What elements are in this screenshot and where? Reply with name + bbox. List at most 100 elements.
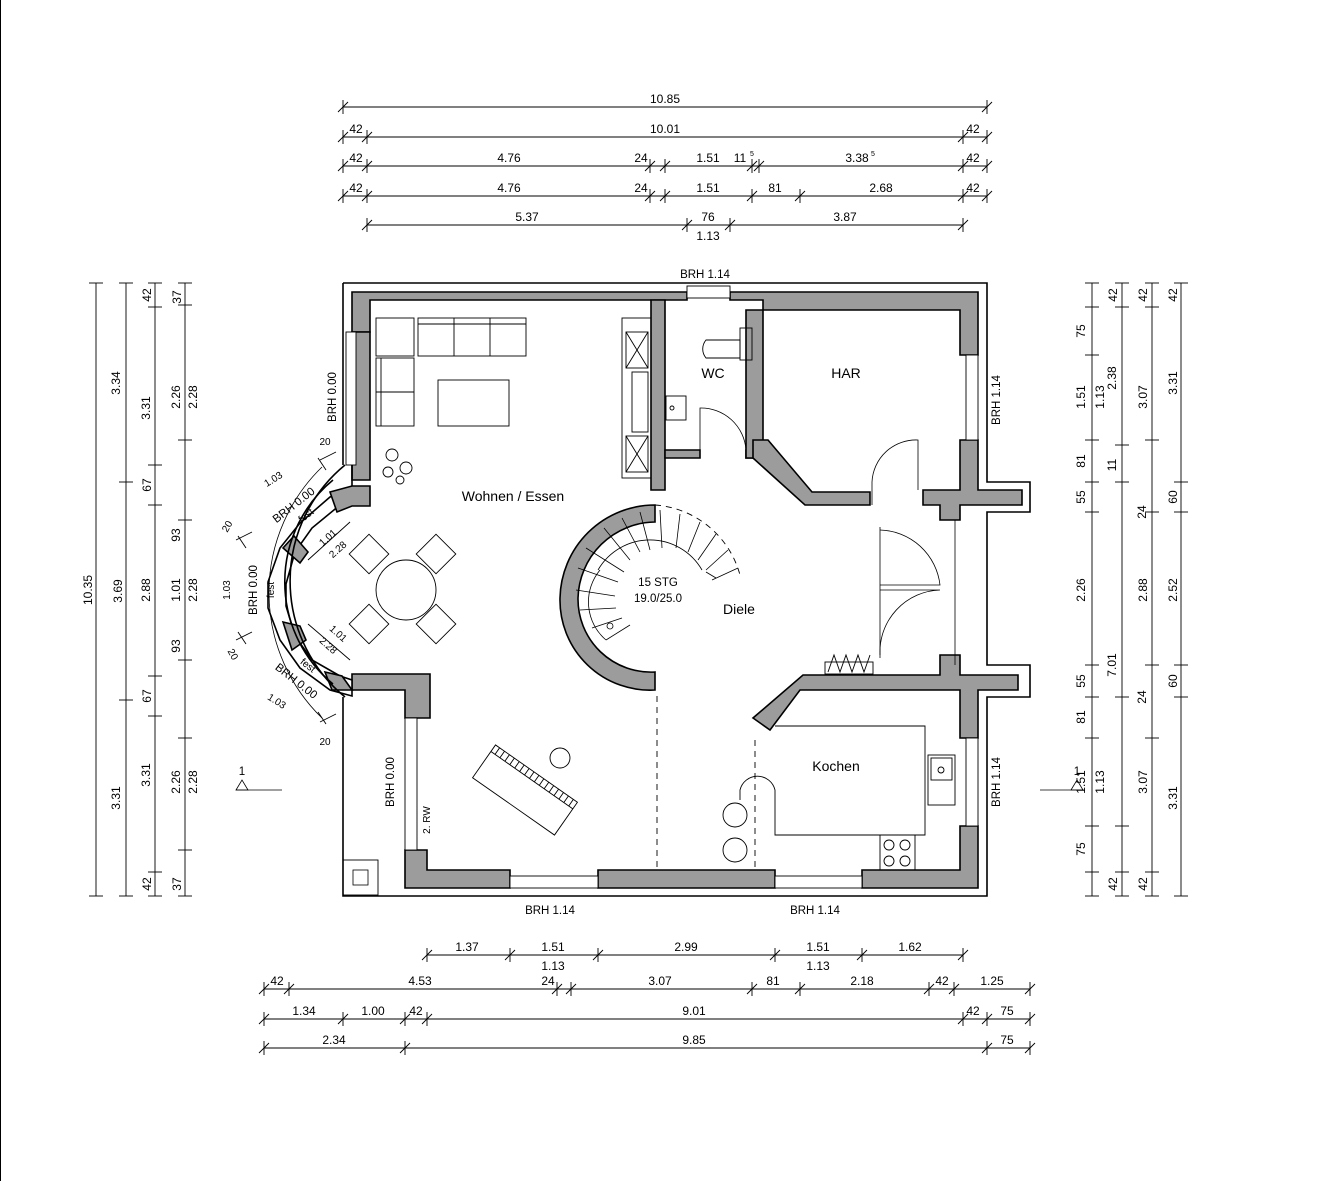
dim-left-c3-top: 42 <box>140 288 154 302</box>
brh-left-bottom: BRH 0.00 <box>385 757 397 807</box>
dim-bottom-r1-a: 1.37 <box>455 940 479 954</box>
brh-labels: BRH 1.14 BRH 1.14 BRH 1.14 BRH 1.14 BRH … <box>327 269 1003 917</box>
dim-right-c1-b: 1.51 <box>1074 385 1088 409</box>
plant-icon <box>382 448 413 485</box>
brh-top: BRH 1.14 <box>680 269 730 281</box>
dim-right-c1-d: 55 <box>1074 490 1088 504</box>
dim-right-c4-b: 3.31 <box>1166 371 1180 395</box>
section-markers: 1 1 <box>235 766 1084 791</box>
room-wc: WC <box>701 365 724 381</box>
dim-top-r3-c: 24 <box>634 151 648 165</box>
room-labels: Wohnen / Essen WC HAR Diele Kochen <box>462 365 861 774</box>
dim-right-c2-c: 24 <box>1135 505 1149 519</box>
dim-left-c3-f: 42 <box>140 877 154 891</box>
dim-bottom-r3-d: 9.01 <box>682 1004 706 1018</box>
dim-left-c3-c: 2.88 <box>139 578 153 602</box>
dim-right-c4-e: 60 <box>1166 674 1180 688</box>
dim-bottom-r3-e: 42 <box>966 1004 980 1018</box>
dim-left-c5-c: 2.28 <box>186 578 200 602</box>
dim-left-c4-c: 1.01 <box>169 578 183 602</box>
dim-left-c4-b: 93 <box>169 528 183 542</box>
dim-top-r4-f: 2.68 <box>869 181 893 195</box>
dim-right-c4-d: 2.52 <box>1166 578 1180 602</box>
dim-top-r5-c: 3.87 <box>833 210 857 224</box>
dim-bottom-r2-g: 42 <box>935 974 949 988</box>
dim-bottom-r1-e: 1.62 <box>898 940 922 954</box>
bay-window: 20 20 20 20 1.03 1.03 1.03 BRH 0.00 BRH … <box>220 437 371 748</box>
top-dimensions: 10.85 42 10.01 42 42 4.76 24 1.51 11 5 <box>337 92 993 243</box>
dim-top-r3-a: 42 <box>349 151 363 165</box>
zone-lines <box>342 696 756 870</box>
dim-bottom-r1-b: 1.51 <box>541 940 565 954</box>
dim-bottom-r3-a: 1.34 <box>292 1004 316 1018</box>
walls <box>342 282 1031 897</box>
bay-angle-4: 20 <box>319 737 331 748</box>
dim-bottom-r4-b: 9.85 <box>682 1033 706 1047</box>
dim-top-r3-g: 42 <box>966 151 980 165</box>
bay-brh-2: BRH 0.00 <box>248 565 260 615</box>
bay-arc-3: 1.03 <box>265 692 288 712</box>
bay-angle-1: 20 <box>319 437 331 448</box>
dim-top-r5-opening: 1.13 <box>696 229 720 243</box>
room-diele: Diele <box>723 601 755 617</box>
section-left-label: 1 <box>239 766 245 778</box>
dim-bottom-r2-b: 4.53 <box>408 974 432 988</box>
dim-right-c3-e: 3.07 <box>1136 770 1150 794</box>
sup-r3-f: 5 <box>871 151 875 158</box>
dim-bottom-r2-c: 24 <box>541 974 555 988</box>
dim-bottom-r4-c: 75 <box>1000 1033 1014 1047</box>
dim-right-c1-f: 55 <box>1074 674 1088 688</box>
dim-right-c1-top: 42 <box>1106 288 1120 302</box>
dim-left-c3-d: 67 <box>140 689 154 703</box>
right-dimensions: 42 75 1.51 81 55 2.26 55 81 1.51 75 42 1… <box>1074 282 1188 897</box>
piano <box>471 744 579 836</box>
dim-left-c2-c: 3.31 <box>109 786 123 810</box>
dim-left-c5-a: 37 <box>170 290 184 304</box>
dim-right-c4-a: 42 <box>1166 288 1180 302</box>
dim-left-c3-b: 67 <box>140 478 154 492</box>
rw-label: 2. RW <box>422 806 433 834</box>
dim-right-c3-b: 2.38 <box>1105 366 1119 390</box>
dim-left-c4-d: 93 <box>169 639 183 653</box>
dim-left-c2-a: 3.34 <box>109 371 123 395</box>
window-left-upper <box>345 331 357 466</box>
room-kochen: Kochen <box>812 758 859 774</box>
dim-right-c2-f: 1.13 <box>1093 770 1107 794</box>
dim-top-r4-c: 24 <box>634 181 648 195</box>
dim-bottom-r2-f: 2.18 <box>850 974 874 988</box>
dim-left-c2-b: 3.69 <box>111 579 125 603</box>
dim-bottom-r1-sub-a: 1.13 <box>541 959 565 973</box>
dim-left-c5-d: 2.28 <box>186 770 200 794</box>
dim-right-c2-d: 7.01 <box>1105 653 1119 677</box>
bay-fest-2: fest <box>266 582 277 598</box>
dim-bottom-r2-a: 42 <box>270 974 284 988</box>
dim-right-c1-g: 81 <box>1074 710 1088 724</box>
window-left-lower <box>404 717 418 851</box>
dim-top-total: 10.85 <box>650 92 680 106</box>
dim-top-r4-b: 4.76 <box>497 181 521 195</box>
dim-top-r4-d: 1.51 <box>696 181 720 195</box>
page-edge-line <box>0 0 1 1181</box>
dim-right-c3-a: 42 <box>1136 288 1150 302</box>
dim-right-c1-a: 75 <box>1074 324 1088 338</box>
staircase: 15 STG 19.0/25.0 <box>559 504 741 691</box>
dim-top-r2-c: 42 <box>966 122 980 136</box>
dim-bottom-r1-sub-b: 1.13 <box>806 959 830 973</box>
dim-bottom-r2-h: 1.25 <box>980 974 1004 988</box>
dim-top-r3-f: 3.38 <box>845 151 869 165</box>
dim-bottom-r4-a: 2.34 <box>322 1033 346 1047</box>
dim-left-c4-e: 2.26 <box>169 770 183 794</box>
dim-right-c1-c: 81 <box>1074 454 1088 468</box>
window-right-upper <box>965 354 979 441</box>
bay-arc-1: 1.03 <box>263 470 286 490</box>
dim-bottom-r2-d: 3.07 <box>648 974 672 988</box>
dim-top-r2-a: 42 <box>349 122 363 136</box>
dim-top-r5-b: 76 <box>701 210 715 224</box>
dim-right-c4-f: 3.31 <box>1166 786 1180 810</box>
brh-bottom-left: BRH 1.14 <box>525 905 575 917</box>
doors <box>699 407 941 658</box>
dim-left-c3-a: 3.31 <box>139 396 153 420</box>
dining-table <box>375 559 437 621</box>
brh-right-bottom: BRH 1.14 <box>991 756 1003 806</box>
room-har: HAR <box>831 365 861 381</box>
